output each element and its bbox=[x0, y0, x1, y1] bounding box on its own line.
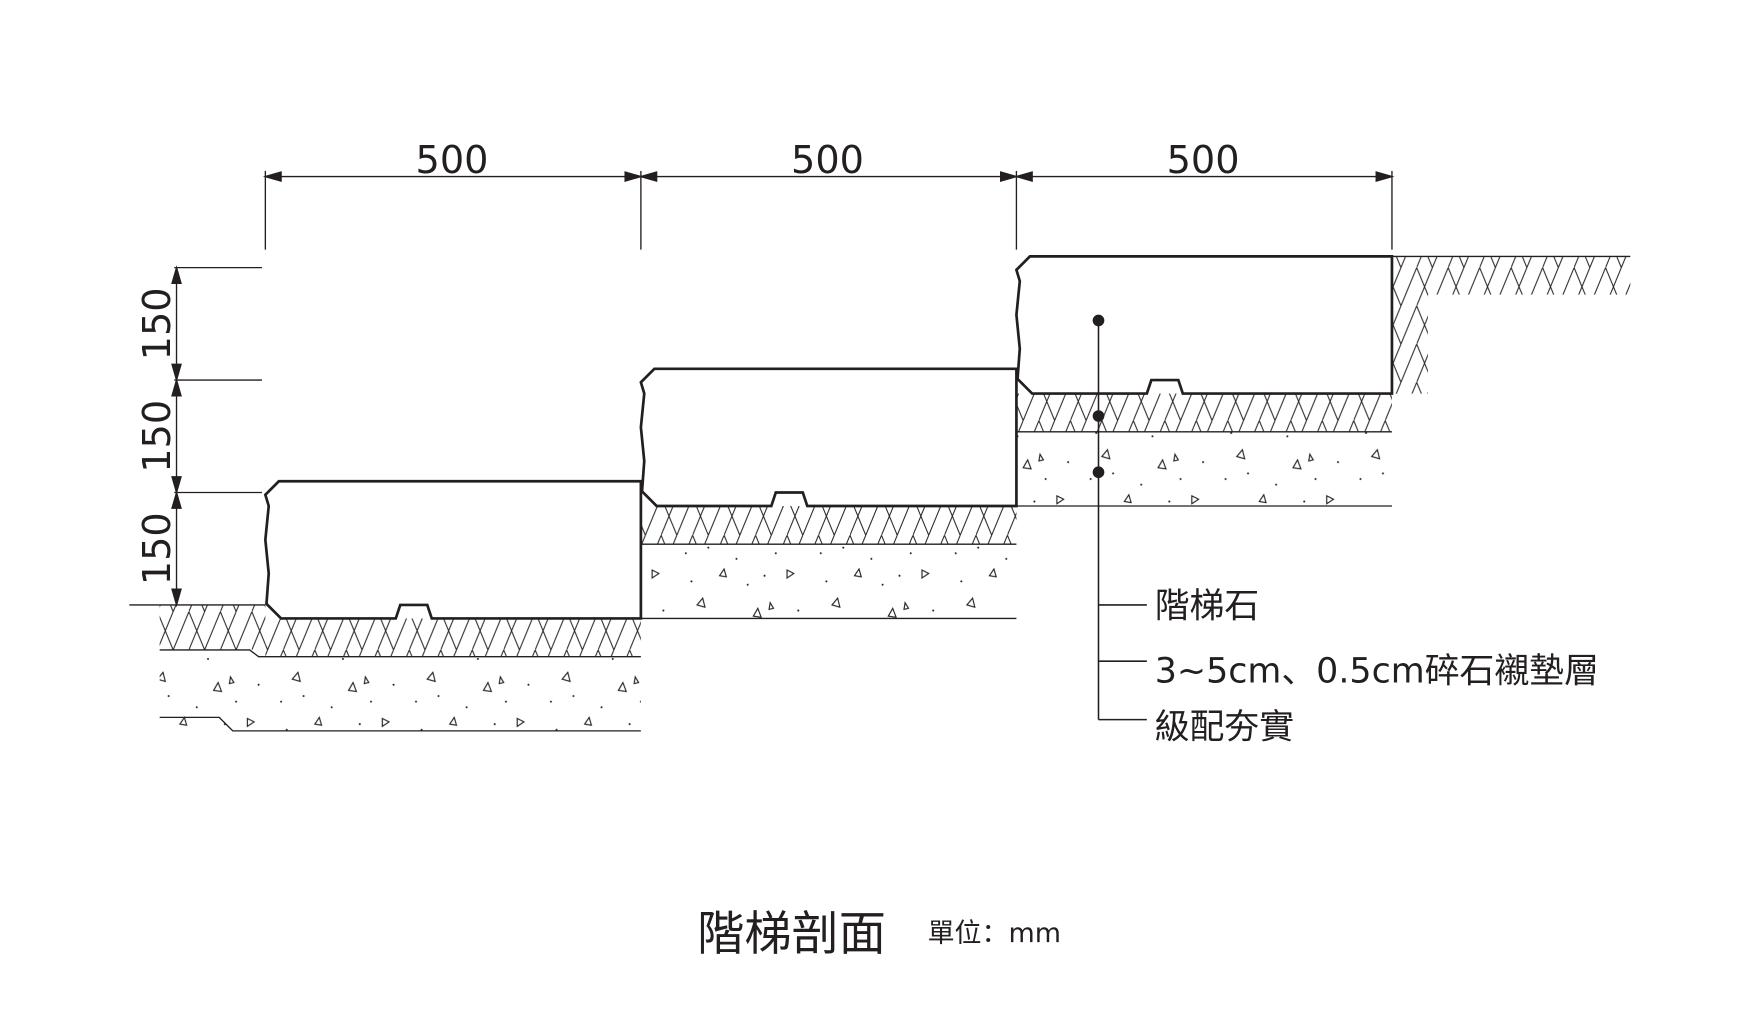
label-gravel-bed: 3~5cm、0.5cm碎石襯墊層 bbox=[1155, 652, 1599, 692]
gravel-bed-layer-2 bbox=[640, 506, 1017, 545]
compacted-base-layer-3 bbox=[1016, 431, 1392, 506]
label-compacted-base: 級配夯實 bbox=[1155, 708, 1294, 748]
height-label-1: 150 bbox=[136, 287, 180, 360]
drawing-title: 階梯剖面 bbox=[697, 907, 886, 962]
step-stone-3 bbox=[1014, 255, 1394, 395]
width-label-1: 500 bbox=[416, 139, 489, 183]
width-label-3: 500 bbox=[1167, 139, 1240, 183]
width-label-2: 500 bbox=[791, 139, 864, 183]
height-label-2: 150 bbox=[136, 400, 180, 473]
label-stone: 階梯石 bbox=[1155, 586, 1260, 626]
gravel-bed-layer-1 bbox=[265, 618, 641, 657]
unit-label: 單位：mm bbox=[928, 918, 1061, 949]
ground-hatch-left bbox=[159, 604, 266, 650]
width-dimension-line bbox=[262, 170, 1395, 250]
ground-hatch-right bbox=[1391, 256, 1631, 394]
height-dimension-line bbox=[171, 265, 262, 608]
compacted-base-layer-2 bbox=[640, 544, 1017, 619]
compacted-base-layer-1 bbox=[159, 656, 641, 731]
leader-lines bbox=[1092, 314, 1147, 721]
step-stone-1 bbox=[263, 479, 643, 620]
gravel-bed-layer-3 bbox=[1016, 393, 1392, 432]
height-label-3: 150 bbox=[136, 512, 180, 585]
step-stone-2 bbox=[639, 367, 1018, 508]
